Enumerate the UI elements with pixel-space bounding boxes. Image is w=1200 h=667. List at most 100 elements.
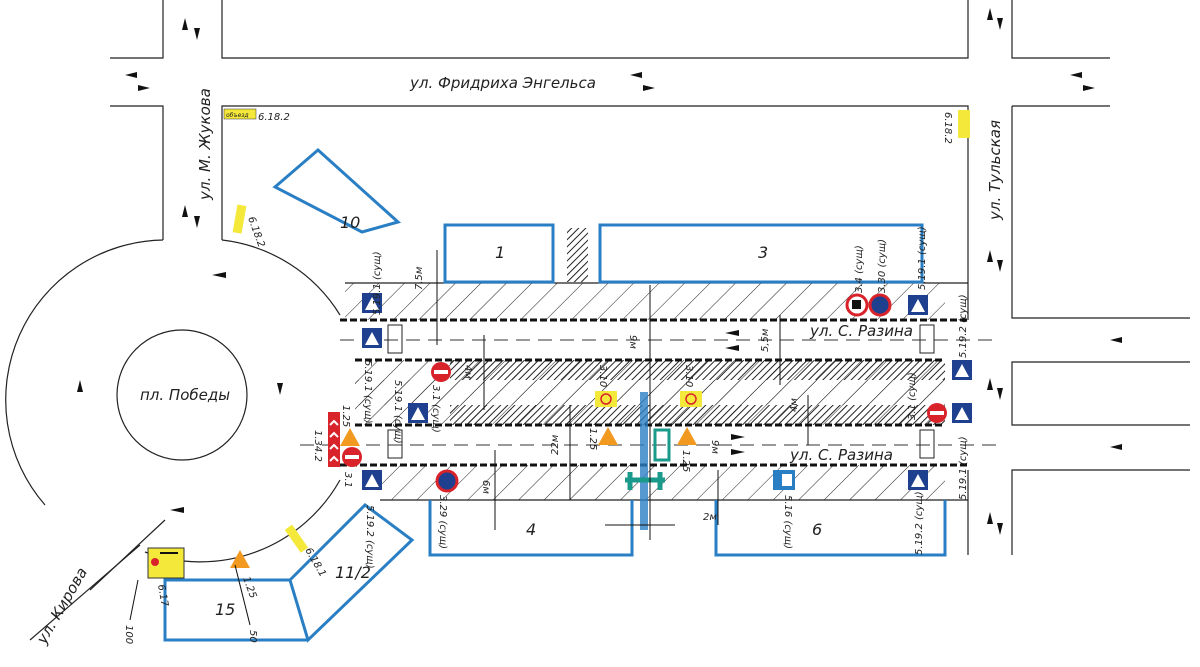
drawing-mark: [345, 455, 359, 459]
drawing-mark: [677, 427, 697, 445]
drawing-mark: [653, 428, 671, 462]
drawing-mark: [868, 293, 892, 317]
drawing-mark: [919, 324, 935, 354]
drawing-mark: [221, 105, 969, 320]
drawing-mark: [151, 558, 159, 566]
drawing-mark: [89, 519, 166, 591]
drawing-mark: [182, 8, 1003, 40]
label: 5.19.2 (сущ): [364, 505, 375, 569]
drawing-mark: [1011, 469, 1190, 555]
turn-direction-chevrons-icon: [328, 412, 340, 467]
drawing-mark: [221, 0, 969, 59]
drawing-mark: [272, 148, 402, 234]
label: 1.34.2: [312, 430, 323, 462]
drawing-mark: [329, 419, 339, 462]
label: 1.25: [587, 428, 598, 450]
label: 5.19.1 (сущ): [917, 226, 928, 290]
drawing-mark: [288, 503, 415, 643]
label: 5.19.2 (сущ): [958, 294, 969, 358]
pedestrian-crossing-sign-icon: [362, 470, 382, 490]
no-entry-sign-icon: [927, 403, 947, 423]
label: 50: [247, 630, 258, 643]
drawing-mark: [365, 332, 379, 345]
label: 9м: [709, 440, 720, 454]
label: 100: [123, 625, 134, 644]
roadworks-sign-icon: [340, 428, 360, 446]
drawing-mark: [567, 228, 588, 282]
drawing-mark: [110, 105, 164, 240]
razina-road: [300, 228, 1000, 501]
street-tulskaya: ул. Тульская: [986, 120, 1004, 221]
building-4: 4: [526, 520, 536, 539]
drawing-mark: [340, 428, 360, 446]
drawing-mark: [436, 250, 809, 540]
drawing-mark: [598, 223, 924, 284]
street-razina-bottom: ул. С. Разина: [789, 446, 893, 464]
drawing-mark: [930, 411, 944, 415]
drawing-mark: [640, 392, 648, 530]
drawing-mark: [29, 544, 141, 641]
drawing-mark: [230, 550, 250, 568]
pedestrian-crossing-sign-icon: [362, 328, 382, 348]
drawing-mark: [450, 405, 945, 425]
label: 6.17: [155, 584, 170, 608]
crosswalk-markings: [387, 324, 935, 459]
label: 5.16 (сущ): [782, 495, 793, 549]
drawing-mark: [284, 524, 309, 553]
label: 1.25: [680, 450, 691, 472]
label: 6.18.2: [942, 112, 953, 144]
drawing-mark: [782, 474, 792, 486]
label: 2м: [703, 512, 717, 523]
drawing-mark: [110, 0, 164, 59]
drawing-mark: [625, 472, 665, 490]
drawing-mark: [714, 500, 947, 557]
drawing-mark: [911, 474, 925, 487]
drawing-mark: [328, 412, 340, 467]
detour-sign-icon: [232, 204, 247, 234]
drawing-mark: [987, 378, 1003, 535]
drawing-mark: [595, 391, 617, 407]
detour-scheme-sign-icon: [147, 547, 185, 579]
drawing-mark: [234, 564, 251, 626]
drawing-mark: [434, 370, 448, 374]
detour-sign-icon: объезд: [223, 108, 257, 120]
label: 3.1: [342, 472, 353, 488]
drawing-mark: [387, 324, 403, 354]
signs: объезд: [147, 108, 972, 579]
pedestrian-crossing-sign-icon: [952, 403, 972, 423]
building-6: 6: [812, 520, 822, 539]
buildings: 10 1 3 4 6 11/2 15: [163, 148, 947, 643]
no-entry-sign-icon: [342, 447, 362, 467]
drawing-mark: [435, 469, 459, 493]
bus-stop-sign-icon: [773, 470, 795, 490]
building-10: 10: [340, 213, 360, 232]
drawing-mark: [1011, 106, 1190, 319]
label: 6.18.2: [245, 215, 266, 249]
drawing-mark: [129, 579, 139, 621]
no-parking-sign-icon: [868, 293, 892, 317]
drawing-mark: [1110, 337, 1122, 450]
street-razina-top: ул. С. Разина: [809, 322, 913, 340]
label: 6м: [480, 480, 491, 494]
street-outlines: [29, 0, 1190, 641]
no-entry-sign-icon: [431, 362, 451, 382]
building-15: 15: [215, 600, 235, 619]
roadworks-sign-icon: [677, 427, 697, 445]
street-engelsa: ул. Фридриха Энгельса: [409, 74, 596, 92]
drawing-mark: [223, 108, 257, 120]
drawing-mark: [685, 393, 697, 405]
pedestrian-crossing-sign-icon: [908, 295, 928, 315]
roadworks-sign-icon: [230, 550, 250, 568]
label: 3.1 (сущ): [430, 385, 441, 433]
label: 3.4 (сущ): [854, 245, 865, 293]
pedestrian-crossing-sign-icon: [952, 360, 972, 380]
drawing-mark: [955, 364, 969, 377]
dimension-labels: 7,5м 9м 5,5м 4м 4м 22м 9м 6м 2м 100 50: [123, 266, 800, 644]
drawing-mark: [1011, 361, 1190, 426]
drawing-mark: [387, 429, 403, 459]
label: 5,5м: [760, 328, 771, 352]
drawing-mark: [365, 297, 379, 310]
drawing-mark: [919, 429, 935, 459]
label: 4м: [462, 365, 473, 379]
street-kirova: ул. Кирова: [32, 564, 91, 648]
